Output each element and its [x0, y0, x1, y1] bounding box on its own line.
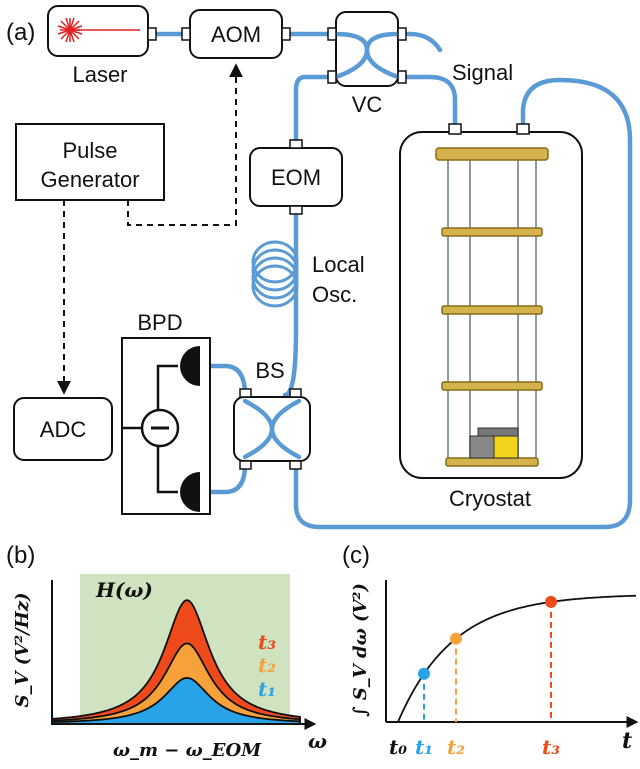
point-t₁ — [418, 667, 430, 680]
laser-box — [47, 5, 157, 57]
tick-t3: t₃ — [542, 735, 560, 759]
bs-label: BS — [255, 358, 284, 383]
panel-b-chart: H(ω) ω ω_m − ω_EOM S_V (V²/Hz) t₃ t₂ t₁ — [12, 574, 327, 761]
aom-trigger-line — [127, 63, 243, 226]
panel-b-label: (b) — [6, 542, 35, 569]
spectrum-t₁ — [51, 677, 301, 725]
tick-t0: t₀ — [389, 735, 407, 759]
vc-coupler — [327, 11, 407, 87]
pulse-generator-box — [15, 123, 165, 201]
eom-label: EOM — [271, 165, 321, 190]
photodiode-bottom-icon — [180, 472, 200, 512]
point-t₂ — [450, 632, 462, 645]
panel-c-chart: ∫ S_V dω (V²) t t₀ t₁ t₂ t₃ — [350, 580, 639, 759]
point-t₃ — [545, 595, 557, 608]
aom-label: AOM — [211, 22, 261, 47]
y-axis-label: S_V (V²/Hz) — [12, 593, 33, 708]
c-y-axis-label: ∫ S_V dω (V²) — [350, 583, 371, 717]
eom-box — [249, 139, 343, 215]
photodiode-top-icon — [180, 346, 200, 386]
adc-label: ADC — [40, 417, 87, 442]
legend-t1: t₁ — [258, 677, 276, 701]
signal-label: Signal — [452, 60, 513, 85]
fiber-coil-icon — [251, 240, 299, 308]
vc-label: VC — [352, 92, 383, 117]
laser-label: Laser — [72, 62, 127, 87]
legend-t2: t₂ — [258, 653, 276, 677]
pulse-generator-label-1: Pulse — [62, 138, 117, 163]
integral-curve — [397, 594, 637, 723]
local-osc-label-1: Local — [312, 252, 365, 277]
local-osc-label-2: Osc. — [312, 282, 357, 307]
pulse-generator-label-2: Generator — [40, 167, 139, 192]
adc-box — [13, 397, 113, 461]
x-axis-end-label: ω — [308, 729, 327, 753]
x-axis-label: ω_m − ω_EOM — [113, 740, 262, 761]
c-x-axis-end-label: t — [622, 728, 632, 754]
band-label: H(ω) — [95, 578, 153, 602]
cryostat-label: Cryostat — [449, 486, 531, 511]
tick-t1: t₁ — [415, 735, 433, 759]
panel-c-label: (c) — [342, 542, 370, 569]
laser-burst-icon — [57, 17, 140, 43]
cryostat — [399, 123, 583, 479]
bs-coupler — [233, 388, 311, 470]
tick-t2: t₂ — [447, 735, 465, 759]
bpd-box — [121, 337, 211, 515]
bpd-label: BPD — [137, 310, 182, 335]
panel-a-label: (a) — [6, 19, 35, 46]
legend-t3: t₃ — [258, 630, 276, 654]
aom-box — [181, 9, 291, 59]
